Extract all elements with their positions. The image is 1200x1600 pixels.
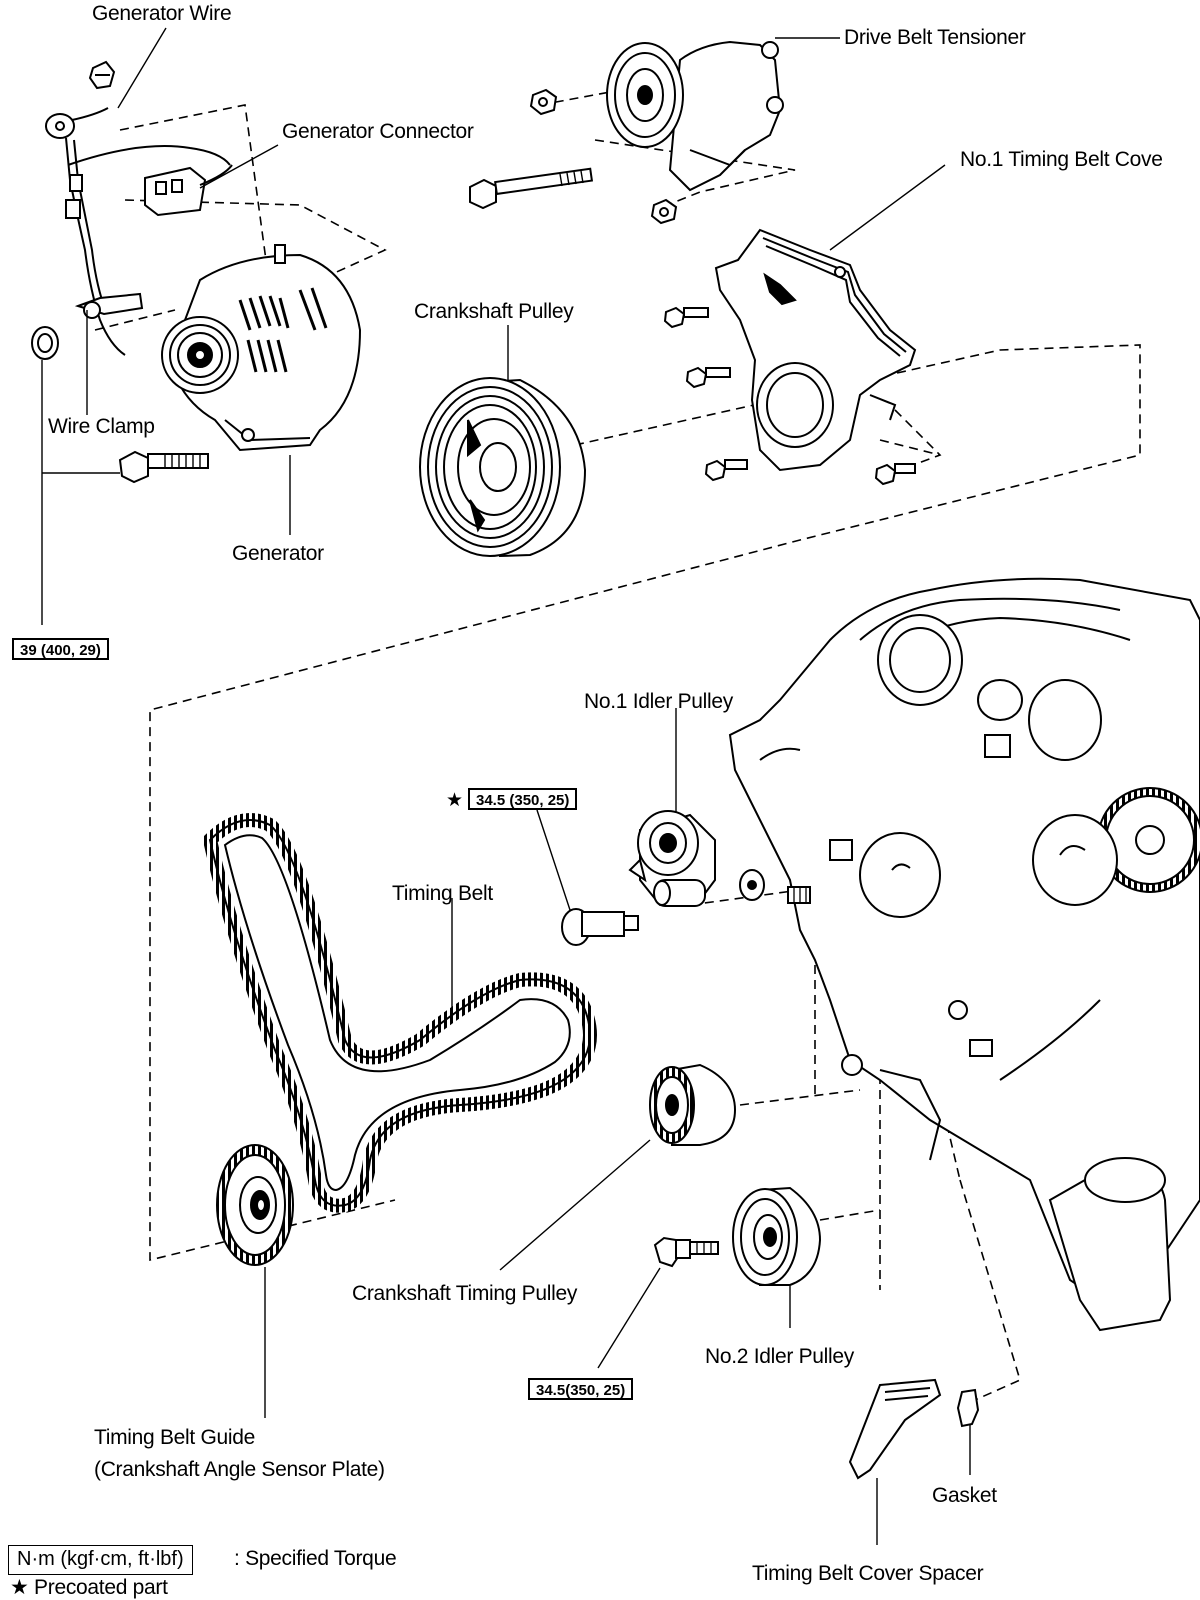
generator-illustration <box>161 244 362 452</box>
generator-label: Generator <box>232 542 324 565</box>
legend-precoated-part: ★ Precoated part <box>10 1576 168 1599</box>
timing-belt-illustration <box>202 813 597 1213</box>
timing-belt-guide-sublabel: (Crankshaft Angle Sensor Plate) <box>94 1458 385 1481</box>
no1-timing-belt-cover-label: No.1 Timing Belt Cove <box>960 148 1163 171</box>
no2-idler-pulley-illustration <box>653 1186 822 1286</box>
no2-idler-pulley-label: No.2 Idler Pulley <box>705 1345 854 1368</box>
gasket-label: Gasket <box>932 1484 997 1507</box>
generator-wire-label: Generator Wire <box>92 2 232 25</box>
timing-belt-guide-label: Timing Belt Guide <box>94 1426 256 1449</box>
leader-lines <box>41 27 971 1545</box>
drive-belt-tensioner-illustration <box>469 40 784 225</box>
wire-clamp-label: Wire Clamp <box>48 415 155 438</box>
engine-block-illustration <box>728 577 1200 1332</box>
no1-idler-pulley-illustration <box>561 810 811 946</box>
no2-idler-bolt-torque-box: 34.5(350, 25) <box>528 1378 634 1400</box>
gasket-illustration <box>956 1388 980 1428</box>
legend-torque-description: : Specified Torque <box>234 1547 397 1570</box>
generator-connector-illustration <box>144 164 233 217</box>
timing-belt-cover-spacer-illustration <box>848 1378 942 1480</box>
drive-belt-tensioner-label: Drive Belt Tensioner <box>844 26 1026 49</box>
timing-belt-cover-spacer-label: Timing Belt Cover Spacer <box>752 1562 984 1585</box>
crankshaft-pulley-illustration <box>419 377 587 558</box>
wire-clamp-illustration <box>31 292 144 360</box>
timing-belt-label: Timing Belt <box>392 882 493 905</box>
generator-bolt-illustration <box>118 450 209 484</box>
generator-wire-illustration <box>45 60 231 356</box>
crankshaft-pulley-label: Crankshaft Pulley <box>414 300 574 323</box>
crankshaft-timing-pulley-illustration <box>649 1063 737 1146</box>
no1-timing-belt-cover-illustration <box>663 228 917 486</box>
crankshaft-timing-pulley-label: Crankshaft Timing Pulley <box>352 1282 578 1305</box>
legend-torque-format-box: N·m (kgf·cm, ft·lbf) <box>8 1545 193 1575</box>
no1-idler-pulley-label: No.1 Idler Pulley <box>584 690 733 713</box>
generator-bolt-torque-box: 39 (400, 29) <box>12 638 109 660</box>
no1-idler-bolt-torque-box: 34.5 (350, 25) <box>468 788 578 810</box>
cover-bolts <box>663 306 916 486</box>
precoated-star-icon: ★ <box>446 789 464 811</box>
timing-belt-guide-illustration <box>216 1144 294 1266</box>
generator-connector-label: Generator Connector <box>282 120 474 143</box>
